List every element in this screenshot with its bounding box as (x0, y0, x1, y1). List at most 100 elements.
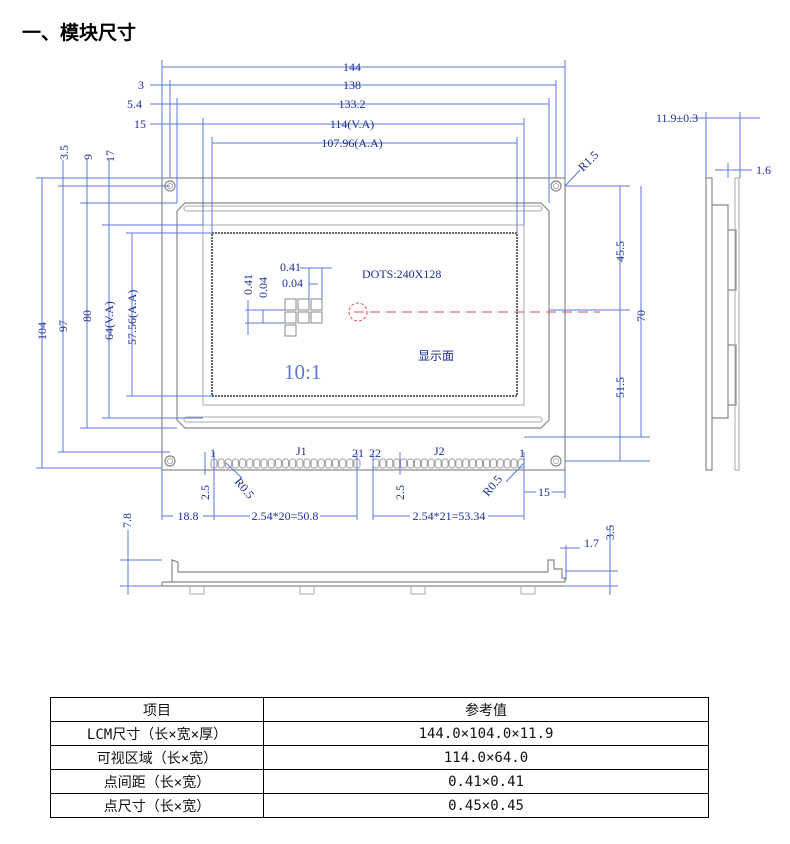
mounting-holes (164, 180, 562, 467)
j2-pin (476, 458, 484, 469)
side-thickness: 11.9±0.3 (656, 111, 698, 125)
row-item: 可视区域（长×宽） (50, 745, 264, 770)
dim-18-8: 18.8 (178, 509, 199, 523)
j2-pin (413, 458, 421, 469)
section-title: 一、模块尺寸 (22, 22, 137, 44)
module-bottom-view (120, 525, 618, 595)
dot-gap-v-label: 0.04 (256, 277, 270, 298)
dim-57-56-aa: 57.56(A.A) (125, 290, 139, 345)
bottom-edge: 1.7 (584, 536, 599, 550)
table-row: 可视区域（长×宽）114.0×64.0 (50, 745, 709, 770)
pixel-detail (284, 298, 323, 337)
j2-pin (482, 458, 490, 469)
j2-pin (420, 458, 428, 469)
dim-51-5: 51.5 (613, 377, 627, 398)
j1-pin (239, 458, 247, 469)
dim-138: 138 (343, 78, 361, 92)
dim-133-2: 133.2 (339, 97, 366, 111)
dot-gap-label: 0.04 (282, 276, 303, 290)
j1-pin (231, 458, 239, 469)
dim-j2-span: 2.54*21=53.34 (413, 509, 486, 523)
j1-pin (267, 458, 275, 469)
j1-pin (339, 458, 347, 469)
spec-table: 项目 参考值 LCM尺寸（长×宽×厚）144.0×104.0×11.9 可视区域… (50, 697, 709, 818)
dim-114-va: 114(V.A) (330, 117, 374, 131)
module-front-view: 0.41 0.04 0.41 0.04 DOTS:240X128 显示面 10:… (161, 177, 600, 471)
side-pcb: 1.6 (756, 163, 771, 177)
dim-3-5: 3.5 (57, 145, 71, 160)
dim-45-5: 45.5 (613, 241, 627, 262)
j1-pin (310, 458, 318, 469)
table-header-row: 项目 参考值 (50, 697, 709, 722)
j2-pin (427, 458, 435, 469)
j1-pin (246, 458, 254, 469)
j1-pin (217, 458, 225, 469)
pin-offset-j2: 2.5 (393, 485, 407, 500)
connector-pins (210, 458, 525, 469)
dim-144: 144 (343, 60, 361, 74)
dim-97: 97 (56, 320, 70, 332)
j1-pin (289, 458, 297, 469)
bottom-height: 7.8 (120, 513, 134, 528)
row-value: 0.45×0.45 (263, 793, 709, 818)
dim-80: 80 (80, 310, 94, 322)
dot-pitch-v-label: 0.41 (241, 274, 255, 295)
pad-radius-j1: R0.5 (232, 475, 258, 502)
row-value: 144.0×104.0×11.9 (263, 721, 709, 746)
j2-pin (407, 458, 415, 469)
header-value: 参考值 (263, 697, 709, 722)
j1-pin (317, 458, 325, 469)
header-item: 项目 (50, 697, 264, 722)
j1-pin (253, 458, 261, 469)
j2-last-pin: 1 (519, 446, 525, 460)
j2-pin (510, 458, 518, 469)
dot-pitch-label: 0.41 (280, 260, 301, 274)
dim-15: 15 (134, 117, 146, 131)
dim-9: 9 (81, 154, 95, 160)
j1-pin (332, 458, 340, 469)
j2-pin (455, 458, 463, 469)
j1-pin (346, 458, 354, 469)
j1-pin (260, 458, 268, 469)
j1-label: J1 (296, 444, 307, 458)
dim-j1-span: 2.54*20=50.8 (252, 509, 319, 523)
row-item: 点间距（长×宽） (50, 769, 264, 794)
j2-pin (386, 458, 394, 469)
dim-64-va: 64(V.A) (102, 301, 116, 340)
j2-pin (462, 458, 470, 469)
module-side-view (690, 112, 760, 471)
j2-pin (441, 458, 449, 469)
dim-17: 17 (103, 150, 117, 162)
j2-pin (503, 458, 511, 469)
dim-107-96-aa: 107.96(A.A) (321, 136, 382, 150)
j1-first-pin: 1 (210, 446, 216, 460)
j1-pin (303, 458, 311, 469)
row-value: 0.41×0.41 (263, 769, 709, 794)
row-item: 点尺寸（长×宽） (50, 793, 264, 818)
j2-pin (496, 458, 504, 469)
j1-pin (296, 458, 304, 469)
pin-offset-j1: 2.5 (198, 485, 212, 500)
j2-pin (400, 458, 408, 469)
j2-pin (379, 458, 387, 469)
table-row: 点间距（长×宽）0.41×0.41 (50, 769, 709, 794)
j1-pin (224, 458, 232, 469)
j2-pin (434, 458, 442, 469)
j2-pin (469, 458, 477, 469)
j2-pin (372, 458, 380, 469)
j1-last-pin: 21 (352, 446, 364, 460)
j1-pin (324, 458, 332, 469)
display-surface-label: 显示面 (418, 349, 454, 363)
dim-70: 70 (634, 310, 648, 322)
dim-3: 3 (138, 78, 144, 92)
j1-pin (282, 458, 289, 469)
scale-label: 10:1 (284, 360, 321, 384)
j2-pin (393, 458, 401, 469)
dots-resolution: DOTS:240X128 (362, 267, 441, 281)
j2-pin (448, 458, 456, 469)
j2-label: J2 (434, 444, 445, 458)
pad-radius-j2: R0.5 (480, 472, 506, 499)
table-row: LCM尺寸（长×宽×厚）144.0×104.0×11.9 (50, 721, 709, 746)
dim-104: 104 (35, 322, 49, 340)
